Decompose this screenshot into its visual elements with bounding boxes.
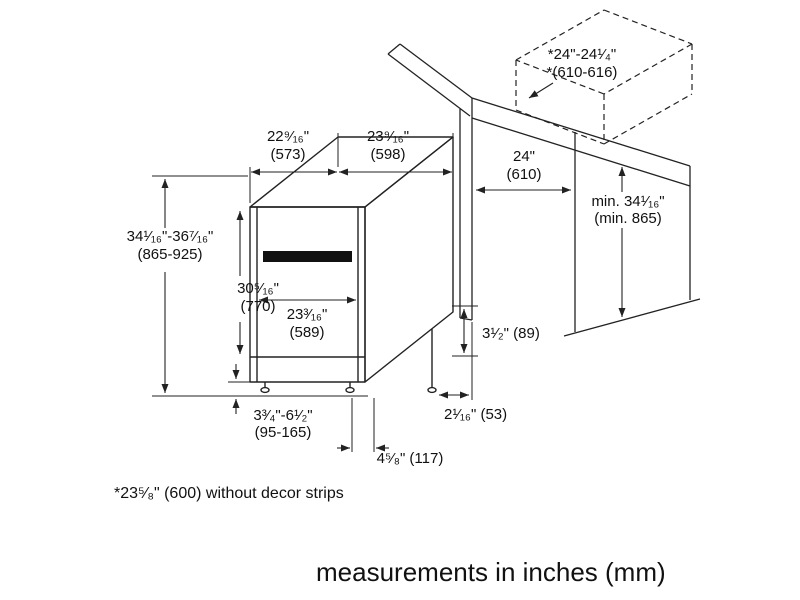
counter-edge-upper-right	[471, 97, 691, 167]
label-cabinet-depth-mm: (610)	[506, 166, 541, 183]
cabinet-opening-dashed-box	[515, 9, 693, 145]
label-top-depth: 22⁹⁄₁₆"	[267, 128, 309, 145]
label-overall-height-mm: (865-925)	[137, 246, 202, 263]
opening-top-edge	[515, 59, 605, 95]
decor-strip-footnote: *23⁵⁄₈" (600) without decor strips	[114, 485, 344, 502]
opening-top-edge	[515, 9, 605, 61]
label-top-width: 23⁹⁄₁₆"	[367, 128, 409, 145]
extension-lines	[152, 133, 478, 452]
label-opening-height-mm: (min. 865)	[594, 210, 662, 227]
opening-bottom-edge	[603, 93, 693, 145]
dimension-labels: 22⁹⁄₁₆" (573) 23⁹⁄₁₆" (598) 24" (610) *2…	[127, 46, 665, 467]
label-side-gap: 2¹⁄₁₆" (53)	[444, 406, 507, 423]
label-door-height: 30⁵⁄₁₆"	[237, 280, 279, 297]
counter-edge-upper-left	[399, 43, 473, 99]
dim-arrow-opening-width-leader	[528, 82, 554, 99]
label-opening-height: min. 34¹⁄₁₆"	[591, 193, 664, 210]
label-overall-height: 34¹⁄₁₆"-36⁷⁄₁₆"	[127, 228, 214, 245]
label-opening-width: *24"-24¹⁄₄"	[548, 46, 616, 63]
dishwasher-side-face	[364, 136, 454, 383]
label-door-height-mm: (770)	[240, 298, 275, 315]
cabinet-drawing	[387, 43, 701, 337]
label-leg-range: 3³⁄₄"-6¹⁄₂"	[253, 407, 312, 424]
label-top-depth-mm: (573)	[270, 146, 305, 163]
front-foot-left	[260, 386, 270, 394]
floor-edge-right	[563, 298, 701, 337]
label-toe-depth: 4⁵⁄₈" (117)	[377, 450, 444, 467]
rear-foot	[427, 386, 437, 394]
units-caption: measurements in inches (mm)	[316, 557, 666, 587]
label-top-width-mm: (598)	[370, 146, 405, 163]
opening-bottom-edge	[515, 109, 605, 145]
opening-top-edge	[603, 43, 693, 95]
counter-edge-lower-right	[471, 117, 691, 187]
counter-edge-lower-left	[387, 53, 471, 117]
label-front-width-mm: (589)	[289, 324, 324, 341]
door-handle	[263, 251, 352, 262]
front-foot-right	[345, 386, 355, 394]
dimension-arrows	[161, 82, 626, 452]
label-front-width: 23³⁄₁₆"	[287, 306, 328, 323]
dishwasher-drawing	[249, 136, 454, 394]
counter-end-cap	[387, 43, 401, 55]
opening-top-edge	[603, 9, 693, 45]
label-cabinet-depth: 24"	[513, 148, 535, 165]
cabinet-panel-bottom	[459, 317, 473, 321]
dishwasher-front-face	[249, 206, 366, 383]
label-leg-range-mm: (95-165)	[255, 424, 312, 441]
label-opening-width-mm: *(610-616)	[547, 64, 618, 81]
label-toe-height: 3¹⁄₂" (89)	[482, 325, 540, 342]
